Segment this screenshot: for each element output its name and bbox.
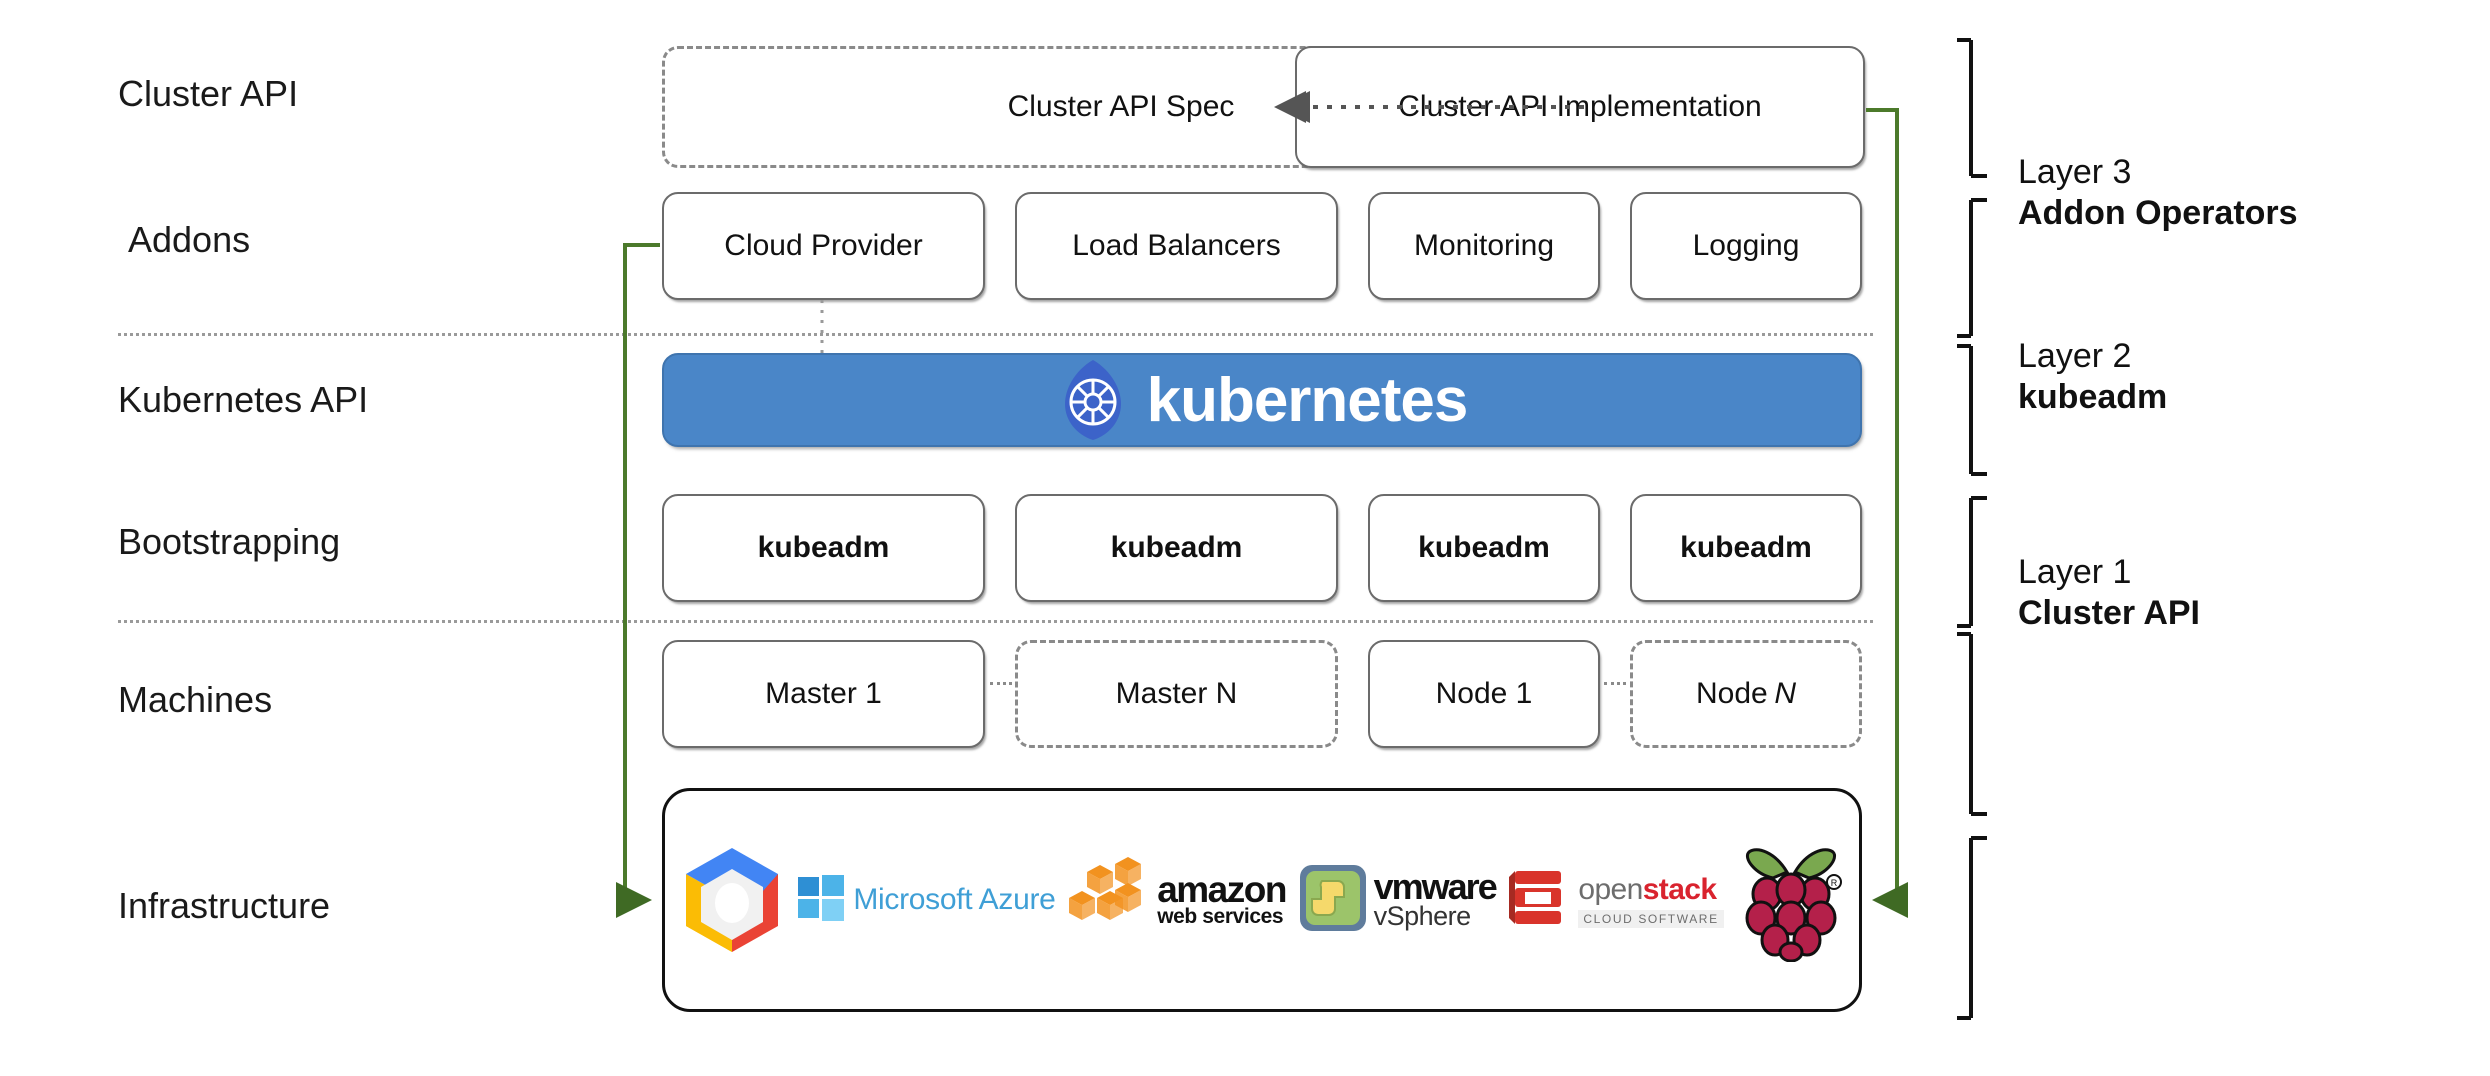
infrastructure-container: Microsoft Azure	[662, 788, 1862, 1012]
layer-label-1: Layer 1 Cluster API	[2018, 552, 2200, 634]
box-kubeadm-2[interactable]: kubeadm	[1015, 494, 1338, 602]
box-label: Node 1	[1435, 677, 1533, 710]
row-label-cluster-api: Cluster API	[118, 73, 299, 114]
kubernetes-banner: kubernetes	[662, 353, 1862, 447]
box-node-1[interactable]: Node 1	[1368, 640, 1600, 748]
google-cloud-platform-logo	[679, 844, 785, 956]
box-load-balancers[interactable]: Load Balancers	[1015, 192, 1338, 300]
box-label: Cluster API Spec	[1007, 90, 1235, 123]
box-label: Node	[1696, 677, 1768, 710]
layer-label-3: Layer 3 Addon Operators	[2018, 152, 2298, 234]
box-label: Cloud Provider	[724, 229, 923, 262]
divider-layer3-layer2	[118, 333, 1873, 336]
layer-2-line2: kubeadm	[2018, 377, 2168, 416]
vsphere-tile-icon	[1299, 864, 1366, 936]
box-kubeadm-1[interactable]: kubeadm	[662, 494, 985, 602]
ellipsis-nodes	[1604, 682, 1626, 709]
divider-layer2-layer1	[118, 620, 1873, 623]
amazon-wordmark: amazon	[1157, 869, 1287, 911]
box-kubeadm-4[interactable]: kubeadm	[1630, 494, 1862, 602]
layer-1-line1: Layer 1	[2018, 553, 2132, 591]
box-label: kubeadm	[757, 531, 890, 564]
box-label: kubeadm	[1680, 531, 1812, 564]
microsoft-azure-logo: Microsoft Azure	[798, 874, 1056, 926]
box-label: kubeadm	[1418, 531, 1550, 564]
layer-3-line1: Layer 3	[2018, 153, 2132, 191]
ellipsis-masters	[990, 682, 1012, 709]
box-label: kubeadm	[1110, 531, 1243, 564]
layer-label-2: Layer 2 kubeadm	[2018, 336, 2167, 418]
layer-1-line2: Cluster API	[2018, 593, 2201, 632]
azure-wordmark: Microsoft Azure	[853, 883, 1056, 916]
row-label-kubernetes-api: Kubernetes API	[118, 379, 369, 420]
box-label: Master N	[1115, 677, 1238, 710]
openstack-logo: openstack CLOUD SOFTWARE	[1509, 867, 1724, 934]
layer-3-line2: Addon Operators	[2018, 193, 2298, 232]
raspberry-pi-logo: R	[1737, 838, 1845, 962]
box-monitoring[interactable]: Monitoring	[1368, 192, 1600, 300]
box-label: Master 1	[765, 677, 882, 710]
openstack-mark-icon	[1509, 867, 1571, 934]
kubernetes-wordmark: kubernetes	[1146, 365, 1469, 435]
box-label: Load Balancers	[1072, 229, 1281, 262]
brace-layer-3	[1955, 38, 1989, 338]
webservices-wordmark: web services	[1157, 905, 1284, 929]
box-cloud-provider[interactable]: Cloud Provider	[662, 192, 985, 300]
openstack-wordmark: openstack	[1578, 872, 1717, 906]
box-label: Monitoring	[1413, 229, 1555, 262]
openstack-tagline: CLOUD SOFTWARE	[1578, 909, 1724, 928]
row-label-infrastructure: Infrastructure	[118, 885, 331, 926]
wire-cloud-provider-to-infrastructure	[616, 243, 660, 918]
box-label: Cluster API Implementation	[1398, 90, 1762, 123]
box-cluster-api-implementation[interactable]: Cluster API Implementation	[1295, 46, 1865, 168]
vmware-wordmark: vmware	[1373, 866, 1498, 908]
row-label-machines: Machines	[118, 679, 273, 720]
wire-implementation-to-infrastructure	[1866, 108, 1908, 918]
svg-text:R: R	[1831, 878, 1838, 888]
row-label-addons: Addons	[128, 219, 251, 260]
box-master-1[interactable]: Master 1	[662, 640, 985, 748]
box-label: Logging	[1692, 229, 1800, 262]
row-label-bootstrapping: Bootstrapping	[118, 521, 341, 562]
aws-cubes-icon	[1069, 856, 1155, 945]
kubernetes-helm-wheel-icon	[1057, 359, 1129, 441]
brace-layer-2	[1955, 344, 1989, 628]
box-kubeadm-3[interactable]: kubeadm	[1368, 494, 1600, 602]
vmware-vsphere-logo: vmware vSphere	[1299, 864, 1498, 936]
box-logging[interactable]: Logging	[1630, 192, 1862, 300]
brace-layer-1	[1955, 632, 1989, 1020]
amazon-web-services-logo: amazon web services	[1069, 856, 1287, 945]
vsphere-wordmark: vSphere	[1373, 901, 1472, 932]
box-label-suffix: N	[1774, 677, 1796, 710]
box-master-n[interactable]: Master N	[1015, 640, 1338, 748]
layer-2-line1: Layer 2	[2018, 337, 2132, 375]
microsoft-window-icon	[798, 874, 845, 926]
